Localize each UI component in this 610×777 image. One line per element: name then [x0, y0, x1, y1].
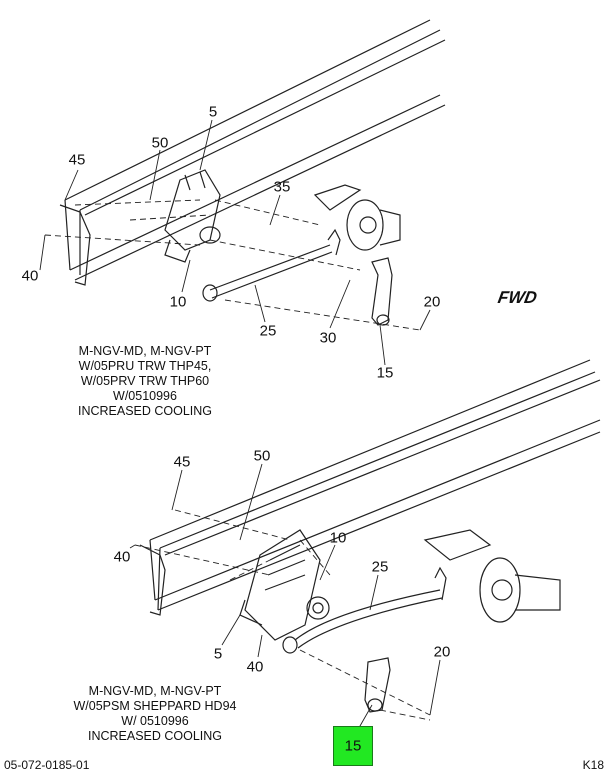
leaders-bottom	[129, 463, 441, 741]
centerlines-bottom	[134, 509, 431, 721]
knuckle-top	[313, 184, 401, 251]
pitman-arm-top	[371, 257, 393, 326]
pitman-arm-bottom	[364, 657, 391, 713]
leaders-top	[39, 119, 431, 366]
page-code: K18	[582, 758, 604, 772]
caption-line: W/0510996	[113, 389, 177, 403]
caption-line: M-NGV-MD, M-NGV-PT	[78, 344, 212, 358]
caption-line: M-NGV-MD, M-NGV-PT	[88, 684, 222, 698]
callout-40[interactable]: 40	[246, 658, 264, 676]
callout-50[interactable]: 50	[151, 134, 169, 152]
callout-5[interactable]: 5	[213, 645, 223, 663]
drag-link-bottom	[282, 566, 447, 654]
caption-line: W/05PSM SHEPPARD HD94	[73, 699, 237, 713]
callout-10[interactable]: 10	[169, 293, 187, 311]
callout-20[interactable]: 20	[423, 293, 441, 311]
callout-25[interactable]: 25	[371, 558, 389, 576]
callout-50[interactable]: 50	[253, 447, 271, 465]
caption-line: INCREASED COOLING	[77, 404, 213, 418]
caption-line: W/05PRU TRW THP45,	[78, 359, 212, 373]
callout-10[interactable]: 10	[329, 529, 347, 547]
centerlines-top	[44, 199, 421, 331]
fwd-arrow-label: FWD	[496, 288, 539, 307]
callout-30[interactable]: 30	[319, 329, 337, 347]
caption-top: M-NGV-MD, M-NGV-PT W/05PRU TRW THP45, W/…	[25, 344, 265, 419]
callout-25[interactable]: 25	[259, 322, 277, 340]
highlighted-callout-box[interactable]	[333, 726, 373, 766]
callout-20[interactable]: 20	[433, 643, 451, 661]
callout-40[interactable]: 40	[113, 548, 131, 566]
callout-35[interactable]: 35	[273, 178, 291, 196]
caption-line: W/ 0510996	[121, 714, 189, 728]
drag-link-top	[202, 228, 341, 302]
caption-line: INCREASED COOLING	[87, 729, 223, 743]
frame-rail-top	[59, 19, 446, 286]
knuckle-bottom	[423, 529, 561, 623]
callout-15-highlighted[interactable]: 15	[344, 737, 362, 755]
frame-rail-bottom	[139, 359, 601, 616]
drawing-number: 05-072-0185-01	[4, 758, 90, 772]
callout-45[interactable]: 45	[68, 151, 86, 169]
callout-40[interactable]: 40	[21, 267, 39, 285]
callout-15[interactable]: 15	[376, 364, 394, 382]
callout-5[interactable]: 5	[208, 103, 218, 121]
caption-line: W/05PRV TRW THP60	[80, 374, 210, 388]
caption-bottom: M-NGV-MD, M-NGV-PT W/05PSM SHEPPARD HD94…	[35, 684, 275, 744]
callout-45[interactable]: 45	[173, 453, 191, 471]
